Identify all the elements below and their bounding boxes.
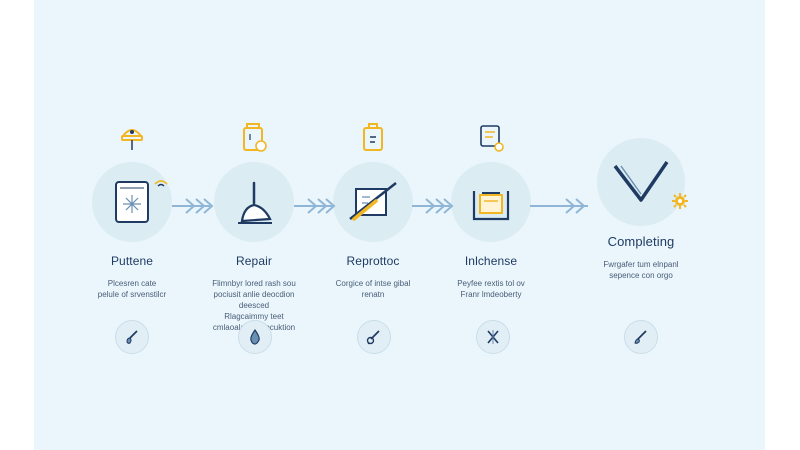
step-1-title: Puttene xyxy=(110,254,154,268)
arrow-4-5 xyxy=(530,198,588,214)
arrow-2-3 xyxy=(294,198,336,214)
droplet-icon xyxy=(238,320,272,354)
step-2-title: Repair xyxy=(236,254,272,268)
arrow-1-2 xyxy=(172,198,214,214)
step-2-circle xyxy=(214,162,294,242)
vacuum-icon xyxy=(238,181,272,224)
brush-icon xyxy=(115,320,149,354)
ruler-pencil-icon xyxy=(349,182,397,221)
step-4: Inlchense Peyfee rextis tol ov Franr lmd… xyxy=(431,120,551,300)
clipboard-icon xyxy=(313,120,433,160)
step-1-description: Plcesren cate pelule of srvenstilcr xyxy=(97,279,167,299)
tools-cross-icon xyxy=(476,320,510,354)
gear-icon xyxy=(671,192,689,215)
completion-check-icon xyxy=(613,161,669,202)
container-icon xyxy=(472,191,510,221)
step-5-title: Completing xyxy=(607,234,675,249)
jar-icon xyxy=(194,120,314,160)
step-3: Reprottoc Corgice of intse gibal renatn xyxy=(313,120,433,300)
step-5-circle xyxy=(597,138,688,226)
step-1-circle xyxy=(92,162,172,242)
step-4-circle xyxy=(451,162,531,242)
pen-icon xyxy=(624,320,658,354)
phone-icon xyxy=(115,181,149,223)
step-2: Repair Flimnbyr lored rash sou pociusit … xyxy=(194,120,314,333)
step-5: Completing Fwrgafer tum elnpanl sepence … xyxy=(581,120,701,281)
step-4-title: Inlchense xyxy=(464,254,518,268)
document-check-icon xyxy=(431,120,551,160)
wifi-icon xyxy=(154,176,168,194)
step-1: Puttene Plcesren cate pelule of srvensti… xyxy=(72,120,192,300)
step-3-circle xyxy=(333,162,413,242)
wrench-icon xyxy=(357,320,391,354)
step-5-description: Fwrgafer tum elnpanl sepence con orgo xyxy=(603,260,679,280)
arrow-3-4 xyxy=(412,198,454,214)
step-3-description: Corgice of intse gibal renatn xyxy=(335,279,411,299)
lamp-icon xyxy=(72,120,192,160)
step-4-description: Peyfee rextis tol ov Franr lmdeoberty xyxy=(457,279,525,299)
step-3-title: Reprottoc xyxy=(346,254,400,268)
